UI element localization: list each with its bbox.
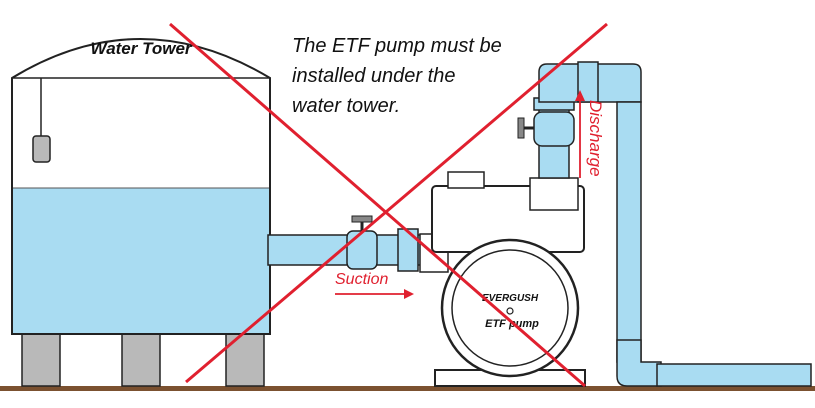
etf-pump: EVERGUSH ETF pump	[419, 171, 586, 387]
note-line-2: installed under the	[292, 65, 455, 87]
tower-leg	[121, 333, 161, 387]
suction-label: Suction	[335, 271, 388, 288]
pump-logo-icon	[506, 307, 514, 315]
water-tower: Water Tower	[11, 38, 271, 335]
discharge-downpipe	[616, 101, 642, 363]
discharge-arrow-head-icon	[575, 90, 585, 101]
pump-head-cap	[447, 171, 485, 189]
suction-valve-handle-icon	[351, 215, 373, 223]
pump-outlet-neck	[529, 177, 579, 211]
ground-line	[0, 386, 815, 391]
discharge-ground-run	[656, 363, 812, 387]
discharge-valve-body	[533, 111, 575, 147]
note-line-1: The ETF pump must be	[292, 35, 502, 57]
discharge-pipe: Discharge	[517, 61, 812, 387]
discharge-label: Discharge	[586, 100, 605, 177]
tower-supports	[21, 333, 265, 387]
tower-title: Water Tower	[90, 39, 192, 58]
suction-arrow-head-icon	[404, 289, 414, 299]
discharge-top-fitting	[577, 61, 599, 103]
float-switch-icon	[32, 135, 51, 163]
suction-pipe: Suction	[267, 215, 425, 299]
wrong-cross-mark	[169, 22, 608, 388]
tower-water	[13, 188, 269, 333]
cross-stroke	[169, 22, 586, 388]
pump-brand-label: EVERGUSH	[482, 293, 539, 304]
suction-pipe-flange	[397, 228, 419, 272]
suction-valve-body	[346, 230, 378, 270]
tower-leg	[21, 333, 61, 387]
discharge-bottom-elbow	[616, 339, 662, 387]
installation-note: The ETF pump must be installed under the…	[292, 35, 502, 117]
cross-stroke	[185, 22, 608, 384]
note-line-3: water tower.	[292, 95, 400, 117]
discharge-valve-handle-icon	[517, 117, 525, 139]
